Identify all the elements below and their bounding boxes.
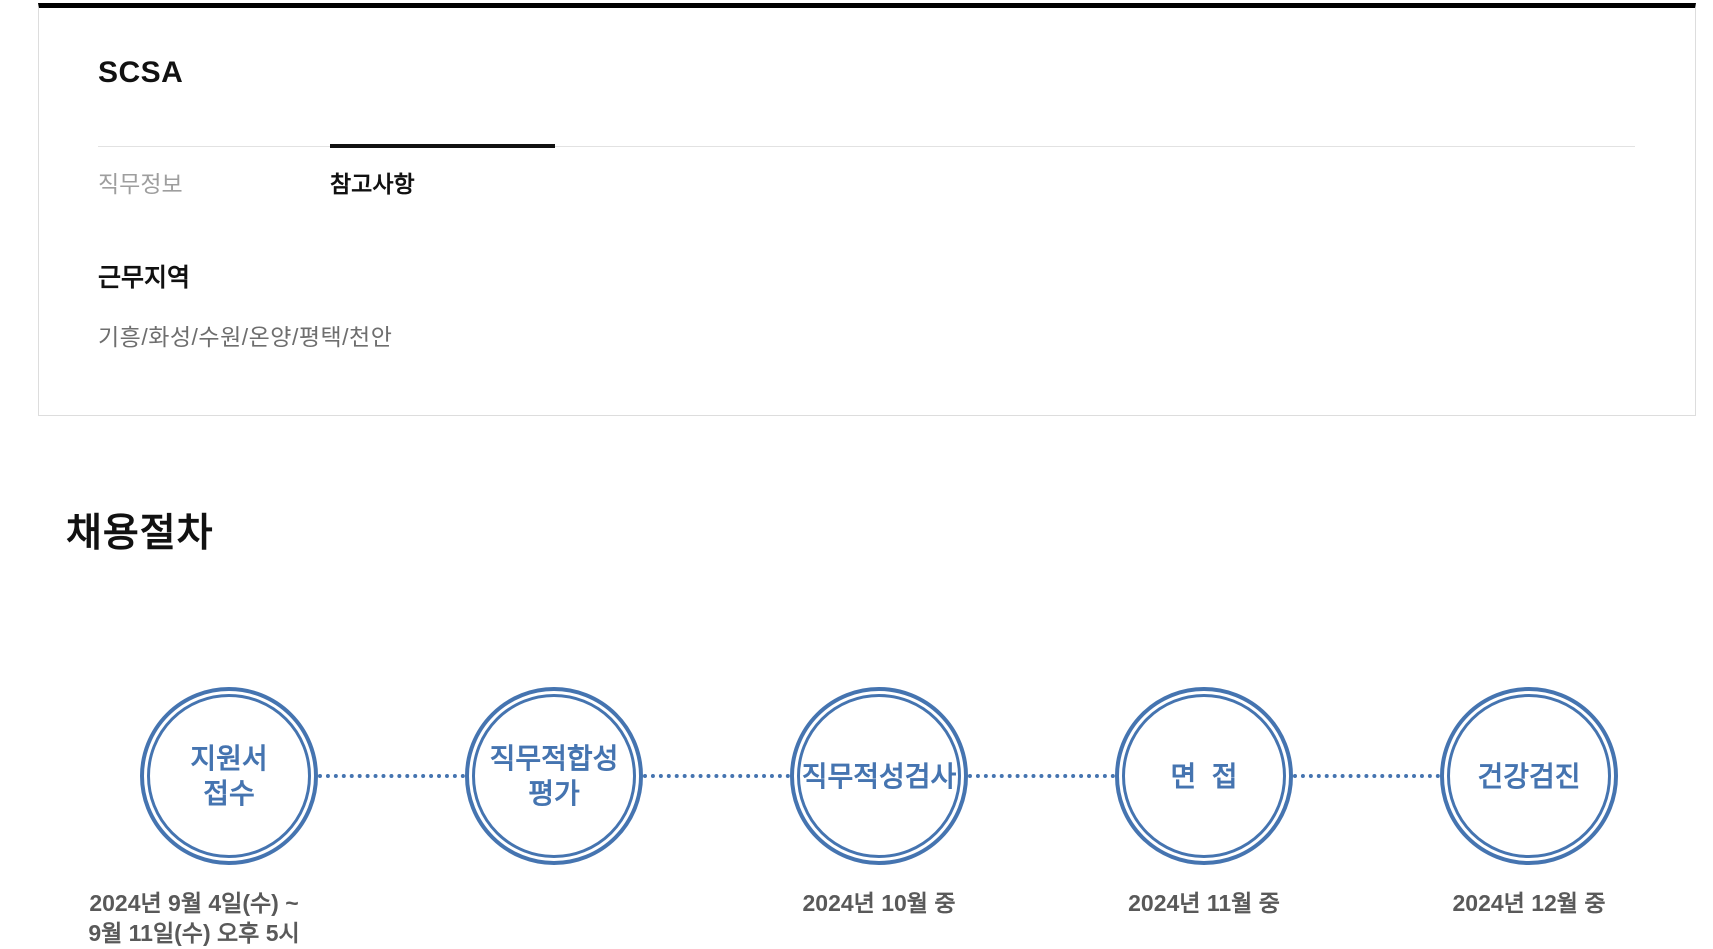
process-step-inner-ring: 지원서 접수 [147, 694, 311, 858]
process-step-aptitude-test: 직무적성검사 2024년 10월 중 [790, 687, 968, 916]
process-step-application: 지원서 접수 2024년 9월 4일(수) ~ 9월 11일(수) 오후 5시 [88, 687, 318, 946]
recruitment-process-flow: 지원서 접수 2024년 9월 4일(수) ~ 9월 11일(수) 오후 5시 … [88, 687, 1618, 946]
process-step-circle: 면 접 [1115, 687, 1293, 865]
step-connector-line [643, 774, 790, 778]
process-step-date: 2024년 12월 중 [1452, 890, 1606, 916]
process-step-job-fit-evaluation: 직무적합성 평가 [465, 687, 643, 865]
process-step-label: 직무적성검사 [801, 760, 957, 792]
process-step-date: 2024년 9월 4일(수) ~ 9월 11일(수) 오후 5시 [88, 890, 300, 947]
process-step-label: 지원서 접수 [190, 743, 268, 809]
job-title: SCSA [98, 56, 184, 89]
tab-notes-label: 참고사항 [330, 171, 415, 197]
step-connector-line [1293, 774, 1440, 778]
step-connector-line [318, 774, 465, 778]
job-detail-card: SCSA 직무정보 참고사항 근무지역 기흥/화성/수원/온양/평택/천안 [38, 3, 1696, 416]
process-step-date: 2024년 10월 중 [802, 890, 956, 916]
process-step-circle: 직무적합성 평가 [465, 687, 643, 865]
process-step-health-check: 건강검진 2024년 12월 중 [1440, 687, 1618, 916]
process-step-inner-ring: 직무적성검사 [797, 694, 961, 858]
process-step-inner-ring: 건강검진 [1447, 694, 1611, 858]
process-step-inner-ring: 직무적합성 평가 [472, 694, 636, 858]
tab-strip: 직무정보 참고사항 [98, 144, 1635, 199]
process-step-date: 2024년 11월 중 [1128, 890, 1280, 916]
process-step-label: 직무적합성 평가 [489, 743, 619, 809]
process-step-inner-ring: 면 접 [1122, 694, 1286, 858]
work-location-value: 기흥/화성/수원/온양/평택/천안 [98, 324, 393, 350]
tab-notes[interactable]: 참고사항 [330, 144, 555, 199]
process-step-circle: 지원서 접수 [140, 687, 318, 865]
process-step-label: 면 접 [1170, 760, 1238, 792]
process-step-interview: 면 접 2024년 11월 중 [1115, 687, 1293, 916]
tab-job-info[interactable]: 직무정보 [98, 147, 323, 199]
process-step-circle: 건강검진 [1440, 687, 1618, 865]
work-location-heading: 근무지역 [98, 264, 191, 292]
recruitment-process-title: 채용절차 [66, 512, 214, 555]
tab-job-info-label: 직무정보 [98, 171, 183, 197]
process-step-circle: 직무적성검사 [790, 687, 968, 865]
process-step-label: 건강검진 [1477, 760, 1581, 792]
step-connector-line [968, 774, 1115, 778]
